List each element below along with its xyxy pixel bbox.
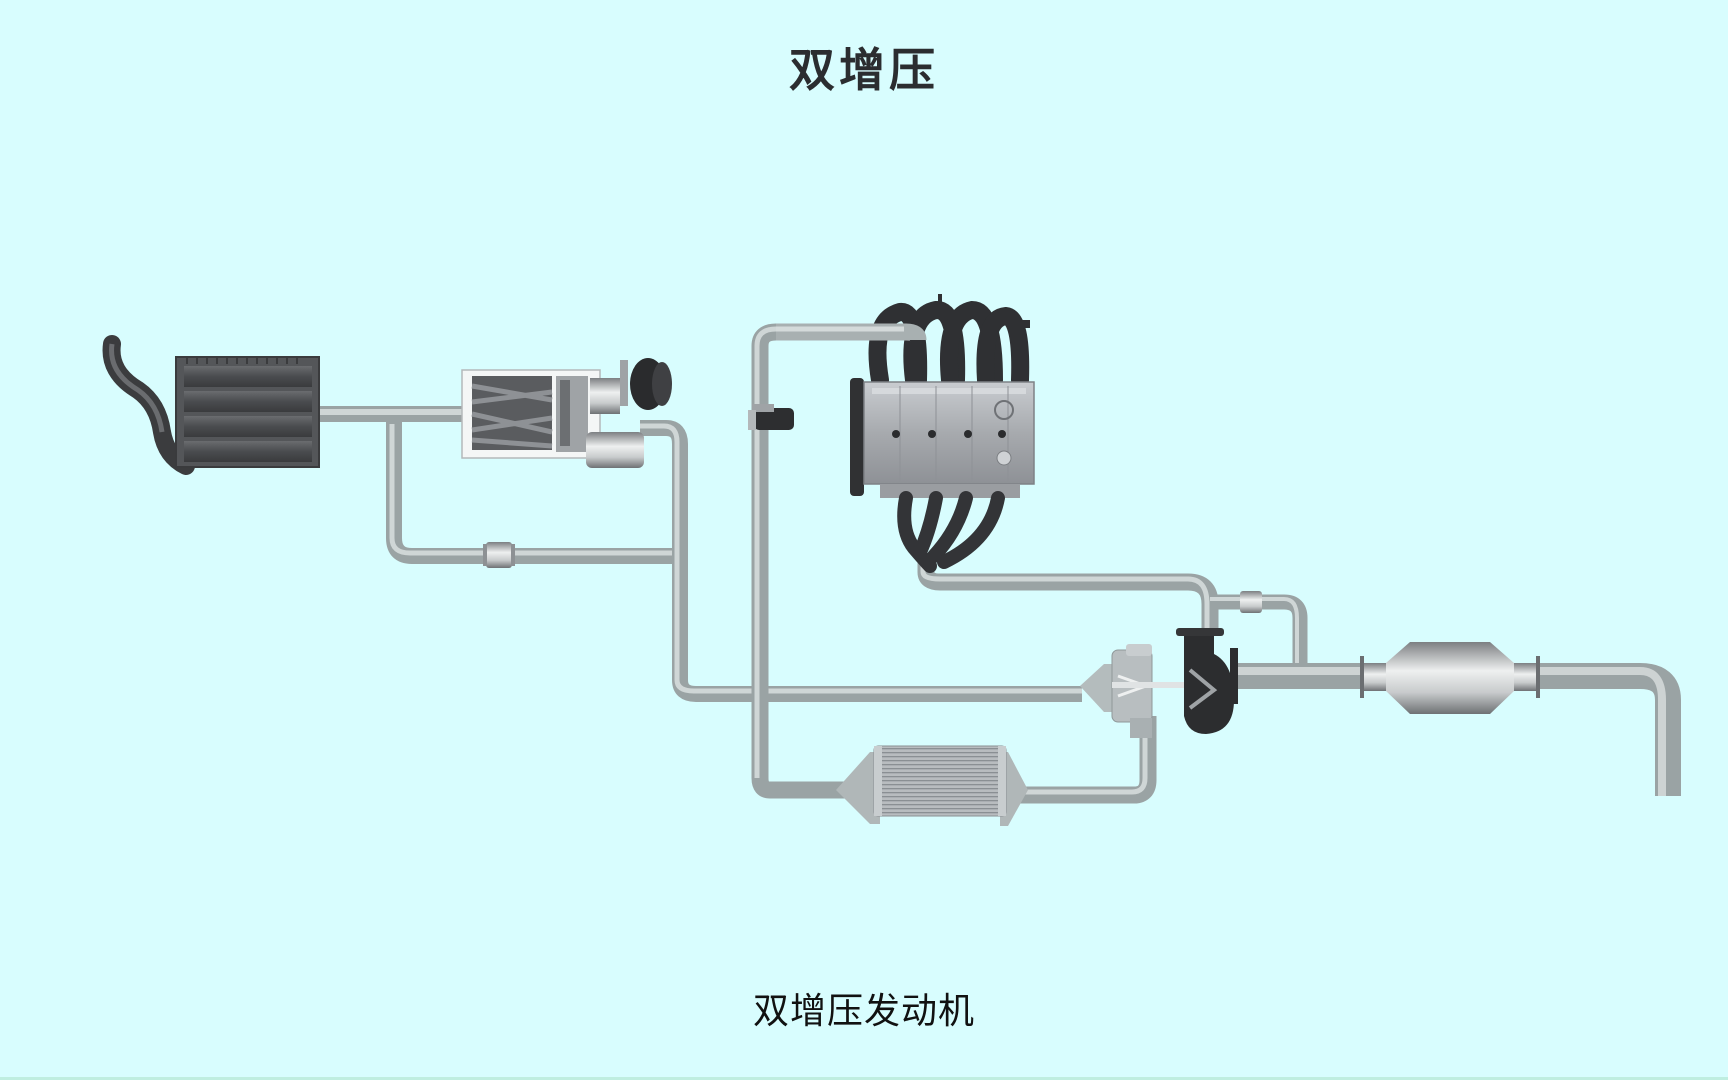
throttle-body [748,404,794,430]
pipe-network [318,323,1681,804]
catalytic-converter [1360,642,1540,714]
bypass-valve [483,542,515,568]
diagram-caption: 双增压发动机 [752,991,975,1032]
engine [776,294,1035,573]
pipe-intercooler-to-intake [751,323,910,799]
page-title: 双增压 [789,43,939,97]
turbocharger [1080,628,1238,738]
air-filter [175,356,320,468]
pipe-turbo-to-intercooler [1015,716,1157,804]
intercooler [836,745,1028,826]
supercharger [461,358,672,468]
air-intake-pipe [102,335,195,475]
bottom-border [0,1077,1728,1080]
pipe-exhaust-to-turbine [917,560,1219,630]
wastegate-valve [1240,591,1262,613]
